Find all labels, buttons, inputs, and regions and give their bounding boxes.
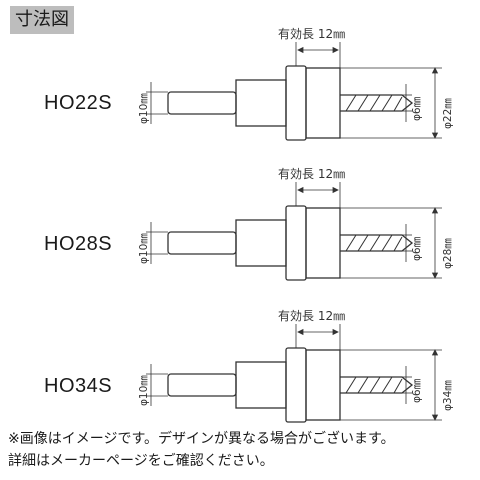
model-label-ho28s: HO28S [44,233,113,255]
body [235,79,287,127]
outer-dia-label-ho34s: φ34㎜ [442,380,454,411]
effective-length-label-ho34s: 有効長 12㎜ [278,308,345,323]
flange [285,65,307,141]
outer-dia-label-ho22s: φ22㎜ [442,98,454,129]
effective-length-label-ho22s: 有効長 12㎜ [278,26,345,41]
drill-bit [340,234,414,252]
drill-flutes [345,376,403,394]
drill-bit [340,94,414,112]
disclaimer-line-1: ※画像はイメージです。デザインが異なる場合がございます。 [8,431,395,447]
effective-length-label-ho28s: 有効長 12㎜ [278,166,345,181]
drill-bit [340,376,414,394]
model-label-ho34s: HO34S [44,375,113,397]
disclaimer-notes: ※画像はイメージです。デザインが異なる場合がございます。 詳細はメーカーページを… [8,428,474,472]
cutter-head [305,67,341,139]
outer-dia-label-ho28s: φ28㎜ [442,238,454,269]
tool-drawing-ho34s [167,347,414,423]
dimensions-ho22s [146,42,442,139]
drill-dia-label-ho28s: φ6㎜ [411,236,423,261]
disclaimer-line-2: 詳細はメーカーページをご確認ください。 [8,453,274,469]
body [235,219,287,267]
flange [285,205,307,281]
drill-dia-label-ho34s: φ6㎜ [411,378,423,403]
flange [285,347,307,423]
cutter-head [305,349,341,421]
shank [167,373,237,397]
drill-dia-label-ho22s: φ6㎜ [411,96,423,121]
diagram-title: 寸法図 [10,6,74,34]
tool-drawing-ho28s [167,205,414,281]
drill-flutes [345,94,403,112]
drill-flutes [345,234,403,252]
dimensions-ho34s [146,324,442,421]
shank-dia-label-ho34s: φ10㎜ [138,375,150,406]
shank [167,231,237,255]
cutter-head [305,207,341,279]
body [235,361,287,409]
shank-dia-label-ho22s: φ10㎜ [138,93,150,124]
dimensions-ho28s [146,182,442,279]
shank [167,91,237,115]
shank-dia-label-ho28s: φ10㎜ [138,233,150,264]
tool-drawing-ho22s [167,65,414,141]
model-label-ho22s: HO22S [44,92,113,114]
